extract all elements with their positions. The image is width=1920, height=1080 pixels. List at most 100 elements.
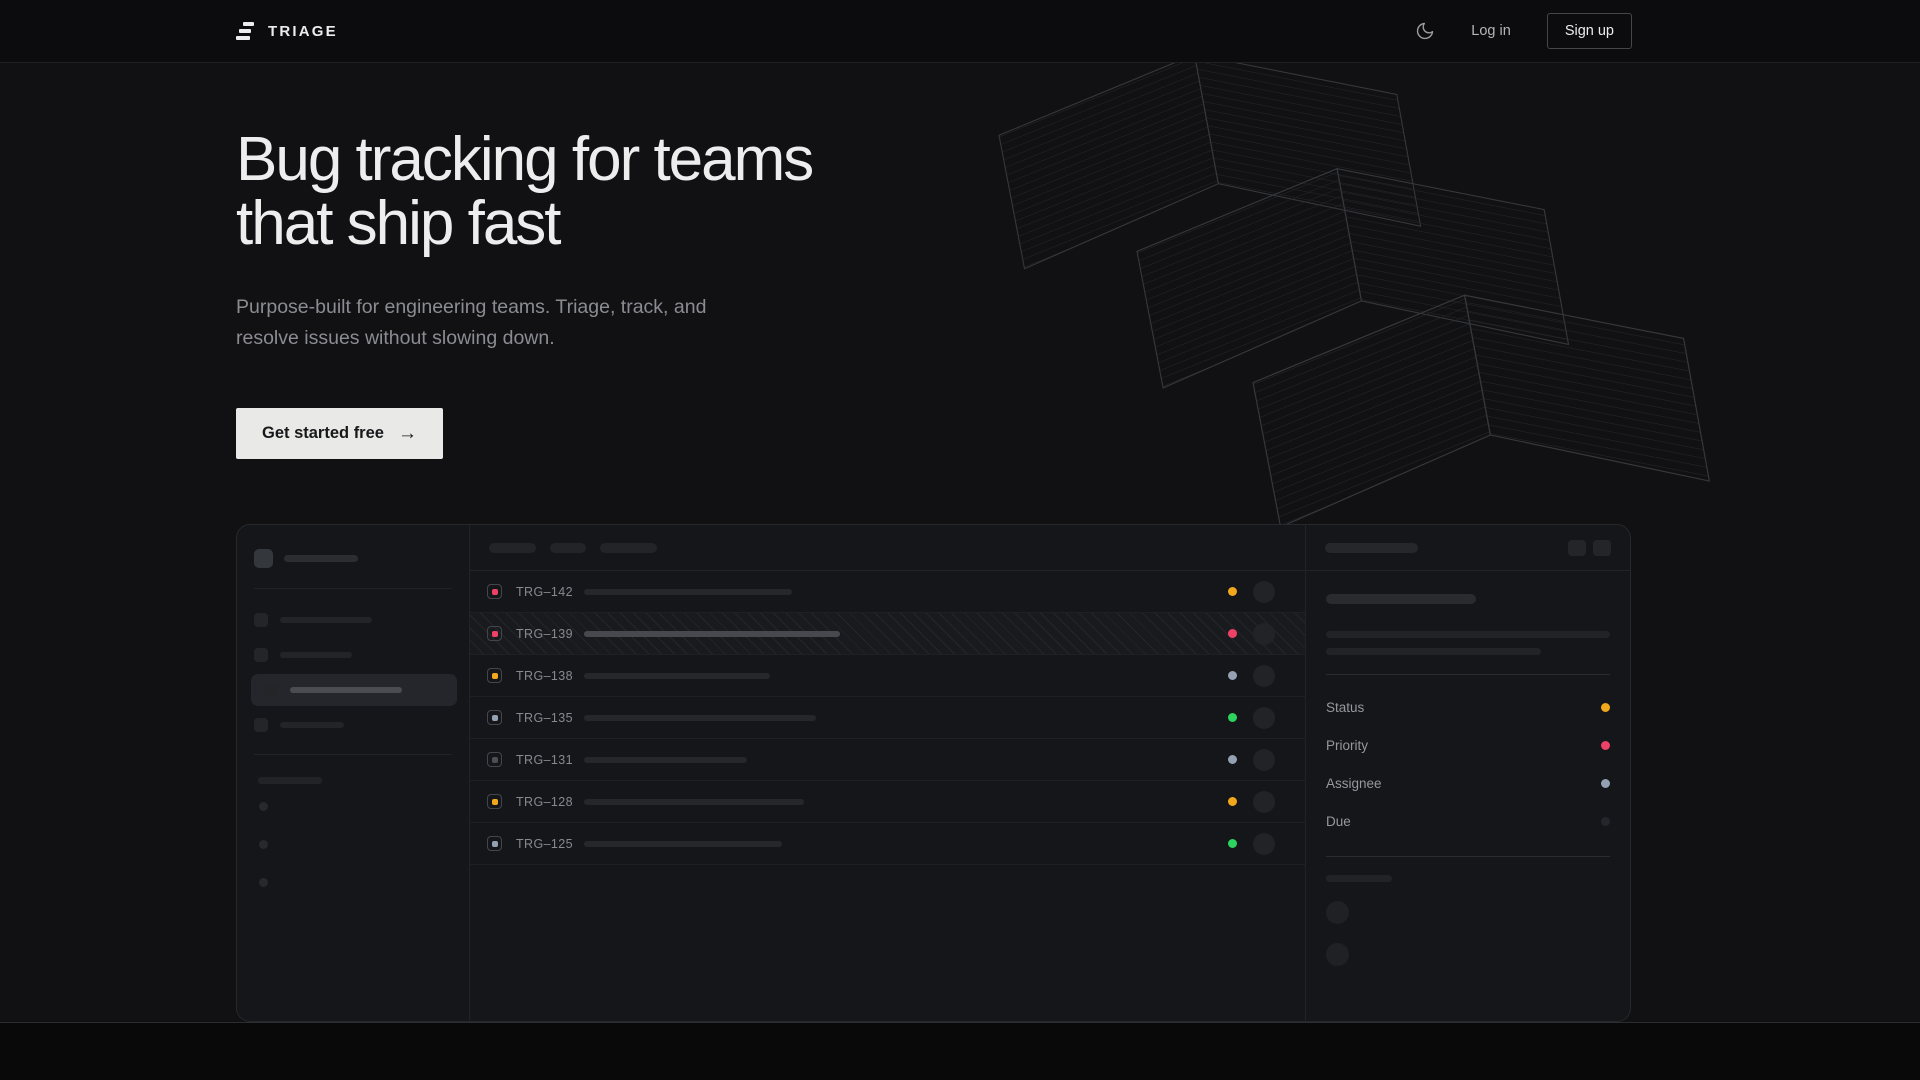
project-dot-placeholder <box>259 802 268 811</box>
issue-assignee-avatar <box>1253 832 1275 855</box>
skeleton-issue-title <box>584 840 782 847</box>
issue-row: TRG–125 <box>470 823 1305 865</box>
issue-status-dot <box>1228 839 1237 848</box>
signup-button[interactable]: Sign up <box>1546 13 1632 49</box>
issue-assignee-avatar <box>1253 748 1275 771</box>
details-body: Status Priority Assignee Due <box>1306 571 1630 966</box>
issue-type-icon <box>487 584 502 599</box>
skeleton-tab <box>489 542 536 553</box>
issue-assignee-avatar <box>1253 790 1275 813</box>
hero-title-line1: Bug tracking for teams <box>236 125 814 194</box>
skeleton-bar <box>1326 875 1392 882</box>
detail-field-row: Priority <box>1326 726 1610 764</box>
mockup-issue-list: TRG–142 TRG–139 TRG–138 TRG–135 TRG–131 <box>470 525 1305 1021</box>
issue-type-icon <box>487 710 502 725</box>
issue-assignee-avatar <box>1253 622 1275 645</box>
arrow-right-icon: → <box>397 423 417 444</box>
nav-icon-placeholder <box>264 683 278 697</box>
detail-field-row: Status <box>1326 688 1610 726</box>
detail-field-label: Due <box>1326 813 1351 829</box>
hero-subtitle: Purpose-built for engineering teams. Tri… <box>236 296 707 349</box>
avatar-placeholder <box>1326 943 1349 966</box>
skeleton-issue-title <box>584 756 747 763</box>
triage-bars-icon <box>236 22 256 40</box>
skeleton-issue-title <box>584 714 816 721</box>
brand-name: TRIAGE <box>268 22 338 40</box>
issue-status-dot <box>1228 713 1237 722</box>
issue-type-icon <box>487 668 502 683</box>
skeleton-bar <box>284 555 358 562</box>
issue-row: TRG–128 <box>470 781 1305 823</box>
detail-field-dot <box>1601 740 1610 750</box>
issue-assignee-avatar <box>1253 580 1275 603</box>
panel-action-placeholder <box>1568 539 1586 556</box>
nav-actions: Log in Sign up <box>1415 13 1632 49</box>
divider <box>254 754 452 755</box>
footer-strip <box>0 1022 1920 1080</box>
avatar-placeholder <box>1326 901 1349 924</box>
mockup-workspace-switcher <box>237 525 469 588</box>
skeleton-bar <box>280 617 372 623</box>
skeleton-issue-title <box>584 672 770 679</box>
hero-title-line2: that ship fast <box>236 189 562 258</box>
detail-fields: Status Priority Assignee Due <box>1326 688 1610 840</box>
get-started-button[interactable]: Get started free → <box>236 408 443 459</box>
detail-field-label: Priority <box>1326 737 1369 753</box>
skeleton-issue-title <box>584 588 792 595</box>
detail-field-dot <box>1601 778 1610 788</box>
mockup-details-panel: Status Priority Assignee Due <box>1305 525 1630 1021</box>
issue-list-toolbar <box>470 525 1305 571</box>
issue-id: TRG–138 <box>516 668 573 683</box>
moon-icon <box>1417 22 1434 40</box>
skeleton-issue-title <box>584 798 804 805</box>
issue-status-dot <box>1228 755 1237 764</box>
skeleton-bar <box>280 652 352 658</box>
divider <box>1326 674 1610 675</box>
sidebar-nav-item <box>254 709 455 741</box>
issue-status-dot <box>1228 587 1237 596</box>
brand-logo[interactable]: TRIAGE <box>236 22 338 40</box>
issue-row: TRG–131 <box>470 739 1305 781</box>
sidebar-nav-item-active <box>251 674 457 706</box>
details-header-actions <box>1568 539 1611 556</box>
issue-assignee-avatar <box>1253 706 1275 729</box>
issue-type-icon <box>487 752 502 767</box>
issue-row: TRG–142 <box>470 571 1305 613</box>
issue-list-rows: TRG–142 TRG–139 TRG–138 TRG–135 TRG–131 <box>470 571 1305 865</box>
project-dot-placeholder <box>259 878 268 887</box>
skeleton-bar <box>1325 542 1418 553</box>
issue-row: TRG–135 <box>470 697 1305 739</box>
hero-title: Bug tracking for teams that ship fast <box>236 128 1920 256</box>
divider <box>254 588 452 589</box>
sidebar-nav-item <box>254 639 455 671</box>
detail-field-dot <box>1601 816 1610 826</box>
mockup-sidebar-nav <box>237 589 469 754</box>
app-mockup-window: TRG–142 TRG–139 TRG–138 TRG–135 TRG–131 <box>236 524 1631 1022</box>
skeleton-section-label <box>258 777 322 784</box>
nav-icon-placeholder <box>254 613 268 627</box>
workspace-avatar <box>254 549 273 568</box>
get-started-label: Get started free <box>262 424 384 442</box>
issue-id: TRG–139 <box>516 626 573 641</box>
detail-field-dot <box>1601 702 1610 712</box>
issue-status-dot <box>1228 797 1237 806</box>
issue-id: TRG–142 <box>516 584 573 599</box>
sidebar-nav-item <box>254 604 455 636</box>
theme-toggle-button[interactable] <box>1415 21 1435 41</box>
skeleton-bar <box>290 687 402 693</box>
mockup-sidebar <box>237 525 470 1021</box>
issue-id: TRG–128 <box>516 794 573 809</box>
hero-section: Bug tracking for teams that ship fast Pu… <box>0 63 1920 459</box>
nav-icon-placeholder <box>254 648 268 662</box>
issue-id: TRG–135 <box>516 710 573 725</box>
skeleton-line <box>1326 648 1541 655</box>
issue-row: TRG–139 <box>470 613 1305 655</box>
issue-type-icon <box>487 794 502 809</box>
login-link[interactable]: Log in <box>1471 23 1511 39</box>
skeleton-tab <box>550 542 586 553</box>
skeleton-bar <box>280 722 344 728</box>
divider <box>1326 856 1610 857</box>
issue-row: TRG–138 <box>470 655 1305 697</box>
issue-id: TRG–125 <box>516 836 573 851</box>
